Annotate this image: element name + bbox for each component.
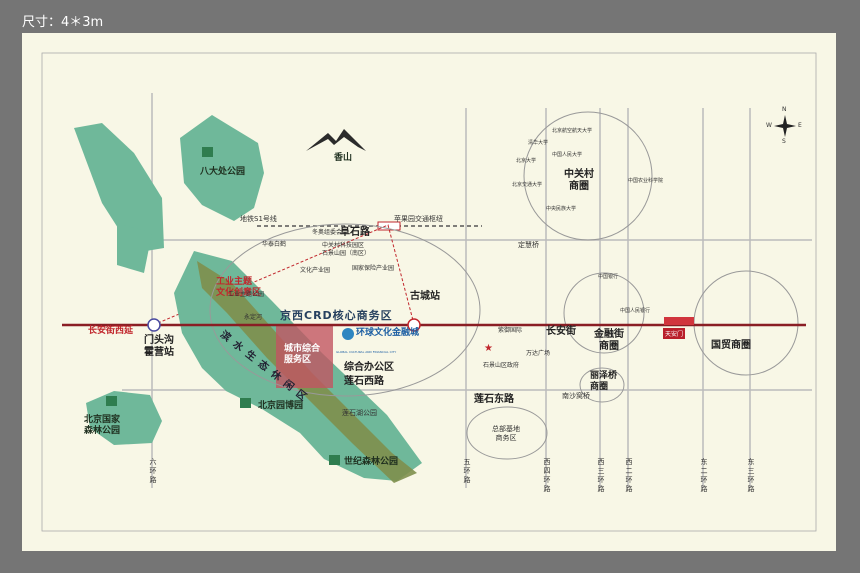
poi-crd-5: 文化产业园 xyxy=(300,267,331,274)
hq-circle xyxy=(466,406,548,460)
ring-road-e2-label: 东二环路 xyxy=(700,458,708,493)
finance-circle xyxy=(563,272,645,354)
poi-fin-0: 中国银行 xyxy=(598,274,619,280)
metro-icons xyxy=(147,318,421,340)
road-s1-label: 地铁S1号线 xyxy=(240,215,277,223)
poi-crd-9: 万达广场 xyxy=(526,350,551,357)
lizeqiao-circle xyxy=(579,367,625,403)
map-frame xyxy=(41,52,817,532)
park-beijing-forest-label: 北京国家 森林公园 xyxy=(84,415,121,436)
poi-zgc-6: 中央民族大学 xyxy=(546,206,577,212)
project-name-en: GLOBAL CULTURAL AND FINANCIAL CITY xyxy=(336,350,397,354)
poi-zgc-0: 北京航空航天大学 xyxy=(552,128,593,134)
zone-hq-label: 总部基地 商务区 xyxy=(492,425,520,442)
size-label: 尺寸：4＊3m xyxy=(22,15,104,30)
park-badachu xyxy=(180,115,264,221)
ring-road-e3-label: 东三环路 xyxy=(747,458,755,493)
park-century-forest-label: 世纪森林公园 xyxy=(344,457,399,467)
poi-zgc-4: 北京交通大学 xyxy=(512,182,543,188)
zone-culture-label: 工业主题 文化创意区 xyxy=(216,277,262,298)
compass-w: W xyxy=(766,122,772,129)
poi-crd-2: 冬奥组委会 xyxy=(312,229,343,236)
map-graphic: ★ xyxy=(41,52,817,532)
park-west-area xyxy=(74,123,164,253)
ring-road-w3-label: 西三环路 xyxy=(597,458,605,493)
zone-finance-label: 金融街 商圈 xyxy=(594,329,624,352)
road-pingguoyuan-label: 苹果园交通枢纽 xyxy=(394,215,443,223)
compass-e: E xyxy=(798,122,802,129)
poi-zgc-1: 清华大学 xyxy=(528,140,549,146)
park-tree-icons xyxy=(106,147,340,465)
road-lianshi-west-label: 莲石西路 xyxy=(344,376,384,387)
road-lianshi-east-label: 莲石东路 xyxy=(474,394,514,405)
crd-circle xyxy=(209,223,481,397)
station-mentougou-label: 门头沟 霍营站 xyxy=(144,335,174,358)
compass-s: S xyxy=(782,138,786,145)
ring-road-6-label: 六环路 xyxy=(149,458,157,484)
poi-zgc-3: 中国人民大学 xyxy=(552,152,583,158)
poi-crd-0: 华泰白鹤 xyxy=(262,241,287,248)
poi-crd-8: 紫御国际 xyxy=(498,327,523,334)
park-beijing-forest xyxy=(86,391,162,445)
road-dinghui-label: 定慧桥 xyxy=(518,241,539,249)
road-changan-ext-label: 长安街西延 xyxy=(88,326,134,336)
poi-zgc-8: 中国农业科学院 xyxy=(628,178,664,184)
city-service-block xyxy=(276,325,333,388)
district-gov-star: ★ xyxy=(484,343,493,354)
poi-crd-4: 工业主题公园 xyxy=(228,291,265,298)
ring-road-w2-label: 西二环路 xyxy=(625,458,633,493)
road-changan-label: 长安街 xyxy=(546,326,576,337)
park-west-small xyxy=(117,223,152,273)
road-nanshawo-label: 南沙窝桥 xyxy=(562,392,590,400)
park-garden-expo-label: 北京园博园 xyxy=(258,401,304,411)
zone-guomao-label: 国贸商圈 xyxy=(711,340,751,351)
zone-lizeqiao-label: 丽泽桥 商圈 xyxy=(590,371,618,392)
mountain-label: 香山 xyxy=(334,153,353,163)
poi-crd-3: 国家保险产业园 xyxy=(352,265,395,272)
ring-road-5-label: 五环路 xyxy=(463,458,471,484)
road-fushi-label: 阜石路 xyxy=(340,227,370,238)
poi-fin-3: 中国人民银行 xyxy=(620,308,651,314)
zone-office-label: 综合办公区 xyxy=(344,362,394,373)
ring-road-w4-label: 西四环路 xyxy=(543,458,551,493)
project-name-cn: 环球文化金融城 xyxy=(356,328,420,338)
zone-zgc-label: 中关村 商圈 xyxy=(564,169,594,192)
map-sheet: ★ 八大处公园 北京国家 森林公园 北京园博园 莲石湖公园 世纪森林公园 香山 … xyxy=(22,33,836,551)
compass-icon xyxy=(774,115,796,137)
zone-crd-label: 京西CRD核心商务区 xyxy=(280,309,393,322)
station-tiananmen-label: 天安门 xyxy=(663,328,686,339)
poi-zgc-2: 北京大学 xyxy=(516,158,537,164)
compass-n: N xyxy=(782,106,787,113)
zgc-circle xyxy=(523,111,653,241)
tiananmen-icon xyxy=(664,317,694,325)
poi-crd-10: 石景山区政府 xyxy=(483,362,520,369)
station-gucheng-label: 古城站 xyxy=(410,291,440,302)
poi-crd-6: 永定河 xyxy=(244,314,263,321)
guomao-circle xyxy=(693,270,799,376)
zone-city-service-label: 城市综合 服务区 xyxy=(284,344,321,365)
mountain-icon xyxy=(306,129,366,151)
park-badachu-label: 八大处公园 xyxy=(200,167,246,177)
trade-triangle xyxy=(157,224,416,329)
park-lianshi-lake-label: 莲石湖公园 xyxy=(342,409,377,417)
poi-crd-1: 中关村科技园区 石景山园（南区） xyxy=(322,242,371,257)
